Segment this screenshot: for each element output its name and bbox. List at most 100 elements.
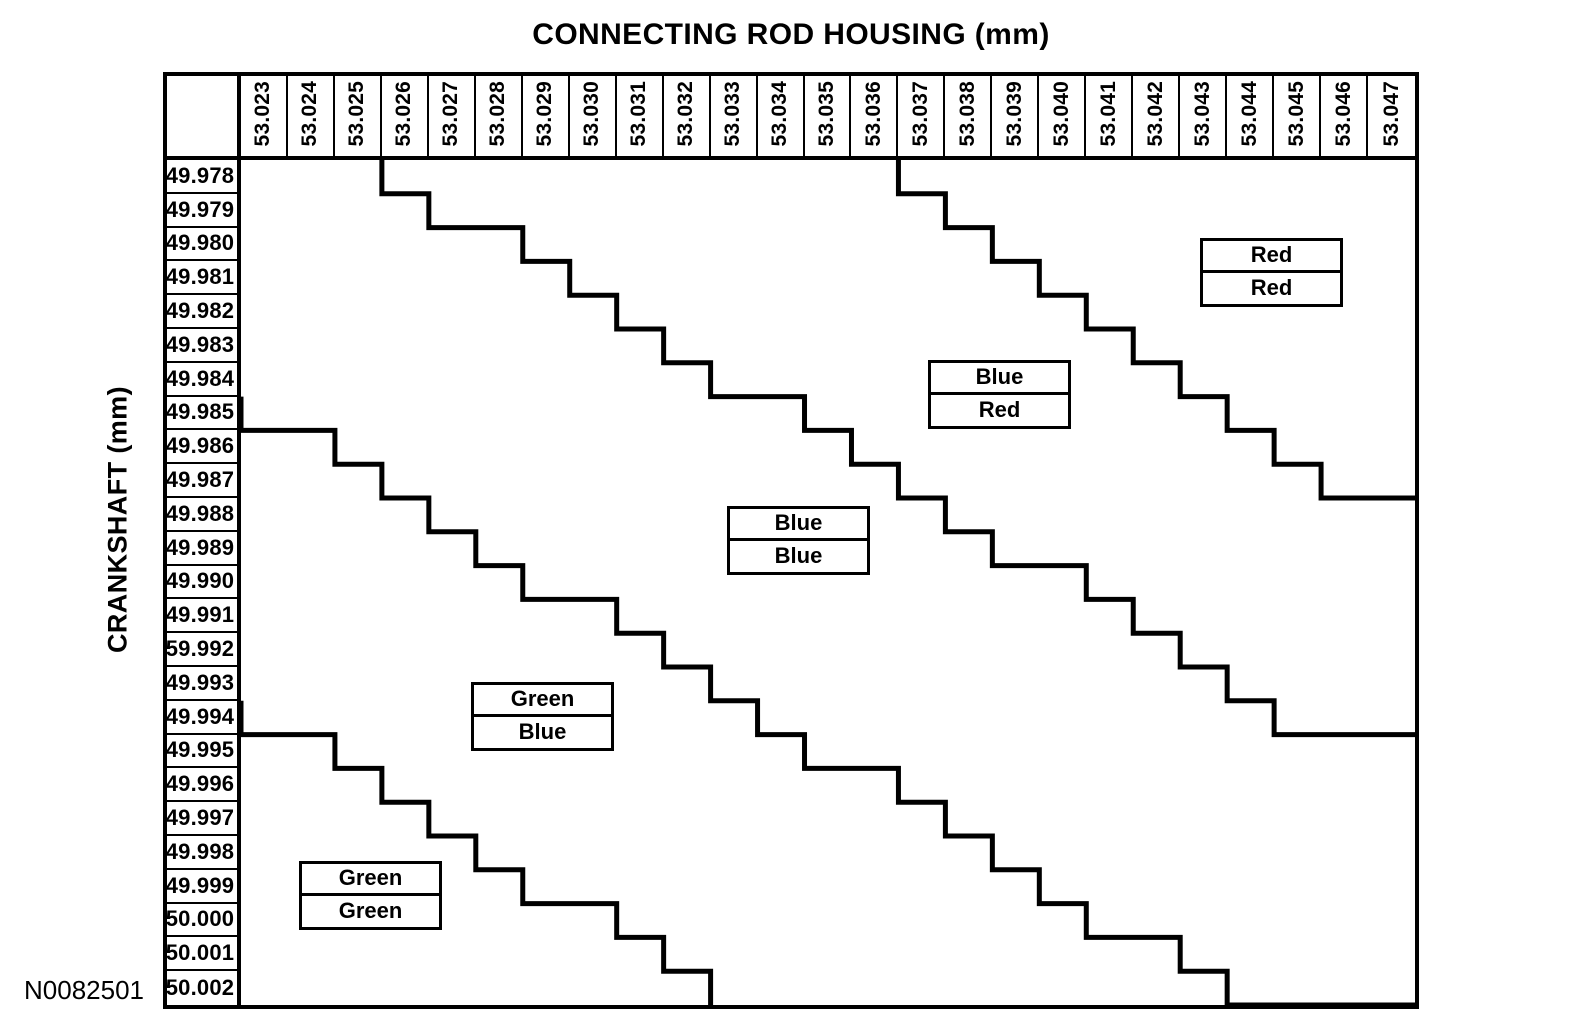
legend-lower-bearing-color: Red — [931, 394, 1068, 426]
column-header-53.026: 53.026 — [382, 72, 429, 156]
y-axis-label: CRANKSHAFT (mm) — [102, 386, 133, 654]
column-header-label: 53.025 — [345, 81, 369, 147]
column-header-label: 53.045 — [1284, 81, 1308, 147]
column-header-53.045: 53.045 — [1274, 72, 1322, 156]
column-header-label: 53.027 — [439, 81, 463, 147]
column-header-53.038: 53.038 — [945, 72, 993, 156]
column-header-row: 53.023 53.024 53.025 53.026 53.027 53.028 53.0… — [163, 72, 1419, 160]
row-header-49.978: 49.978 — [163, 160, 237, 194]
row-header-49.997: 49.997 — [163, 802, 237, 836]
column-header-label: 53.037 — [908, 81, 932, 147]
column-header-53.024: 53.024 — [288, 72, 335, 156]
column-header-53.046: 53.046 — [1321, 72, 1369, 156]
column-header-53.043: 53.043 — [1180, 72, 1228, 156]
legend-upper-bearing-color: Green — [474, 685, 611, 717]
column-header-53.036: 53.036 — [851, 72, 899, 156]
column-header-53.034: 53.034 — [758, 72, 805, 156]
row-header-49.986: 49.986 — [163, 430, 237, 465]
column-header-label: 53.039 — [1002, 81, 1026, 147]
column-header-53.029: 53.029 — [523, 72, 570, 156]
row-header-50.001: 50.001 — [163, 937, 237, 972]
column-header-label: 53.029 — [533, 81, 557, 147]
column-header-53.031: 53.031 — [617, 72, 664, 156]
row-header-49.981: 49.981 — [163, 261, 237, 296]
row-header-49.990: 49.990 — [163, 566, 237, 600]
row-header-49.982: 49.982 — [163, 295, 237, 329]
row-header-49.984: 49.984 — [163, 363, 237, 397]
boundary-lower — [241, 700, 714, 1005]
column-header-label: 53.033 — [721, 81, 745, 147]
row-header-49.993: 49.993 — [163, 667, 237, 701]
column-header-53.040: 53.040 — [1039, 72, 1087, 156]
row-header-49.988: 49.988 — [163, 498, 237, 532]
page-title: CONNECTING ROD HOUSING (mm) — [532, 18, 1050, 51]
column-header-label: 53.035 — [814, 81, 838, 147]
column-header-53.023: 53.023 — [241, 72, 288, 156]
legend-upper-bearing-color: Green — [302, 864, 439, 896]
column-header-label: 53.043 — [1190, 81, 1214, 147]
column-header-label: 53.024 — [298, 81, 322, 147]
column-header-label: 53.036 — [861, 81, 885, 147]
row-header-50.000: 50.000 — [163, 904, 237, 938]
boundary-middle — [241, 396, 1415, 1005]
column-header-label: 53.038 — [955, 81, 979, 147]
column-header-53.041: 53.041 — [1086, 72, 1134, 156]
column-header-label: 53.041 — [1096, 81, 1120, 147]
column-header-53.039: 53.039 — [992, 72, 1040, 156]
row-header-49.998: 49.998 — [163, 836, 237, 870]
column-header-53.027: 53.027 — [429, 72, 476, 156]
column-header-label: 53.044 — [1237, 81, 1261, 147]
column-header-label: 53.046 — [1331, 81, 1355, 147]
legend-lower-bearing-color: Red — [1203, 272, 1340, 304]
column-header-label: 53.032 — [674, 81, 698, 147]
legend-lower-bearing-color: Blue — [730, 540, 867, 572]
column-header-label: 53.040 — [1049, 81, 1073, 147]
column-header-53.025: 53.025 — [335, 72, 382, 156]
column-header-label: 53.031 — [627, 81, 651, 147]
column-header-label: 53.034 — [768, 81, 792, 147]
row-header-49.980: 49.980 — [163, 228, 237, 262]
corner-cell — [163, 72, 241, 156]
column-header-53.033: 53.033 — [711, 72, 758, 156]
plot-area — [241, 160, 1415, 1005]
boundary-lines — [241, 160, 1415, 1005]
column-header-label: 53.026 — [392, 81, 416, 147]
column-header-label: 53.030 — [580, 81, 604, 147]
row-header-49.979: 49.979 — [163, 194, 237, 228]
column-header-53.035: 53.035 — [805, 72, 852, 156]
row-header-49.989: 49.989 — [163, 532, 237, 566]
row-header-49.991: 49.991 — [163, 599, 237, 634]
column-header-label: 53.042 — [1143, 81, 1167, 147]
grid-frame — [163, 72, 1419, 1009]
row-header-49.983: 49.983 — [163, 329, 237, 363]
row-header-49.996: 49.996 — [163, 768, 237, 803]
boundary-upper-left — [379, 160, 1415, 738]
column-header-label: 53.023 — [251, 81, 275, 147]
column-header-53.028: 53.028 — [476, 72, 523, 156]
column-header-53.030: 53.030 — [570, 72, 617, 156]
row-header-49.985: 49.985 — [163, 397, 237, 431]
column-header-53.044: 53.044 — [1227, 72, 1275, 156]
legend-lower-bearing-color: Blue — [474, 716, 611, 748]
boundary-upper-right — [895, 160, 1415, 501]
row-header-49.999: 49.999 — [163, 870, 237, 904]
column-header-53.037: 53.037 — [898, 72, 946, 156]
row-header-49.995: 49.995 — [163, 735, 237, 769]
legend-upper-bearing-color: Blue — [730, 509, 867, 541]
column-header-label: 53.047 — [1379, 81, 1403, 147]
legend-upper-bearing-color: Red — [1203, 241, 1340, 273]
column-header-53.032: 53.032 — [664, 72, 711, 156]
row-header-49.987: 49.987 — [163, 464, 237, 498]
row-header-49.994: 49.994 — [163, 701, 237, 735]
column-header-label: 53.028 — [486, 81, 510, 147]
column-header-53.047: 53.047 — [1368, 72, 1415, 156]
figure-code: N0082501 — [24, 975, 144, 1005]
row-header-50.002: 50.002 — [165, 975, 235, 1001]
legend-upper-bearing-color: Blue — [931, 363, 1068, 395]
